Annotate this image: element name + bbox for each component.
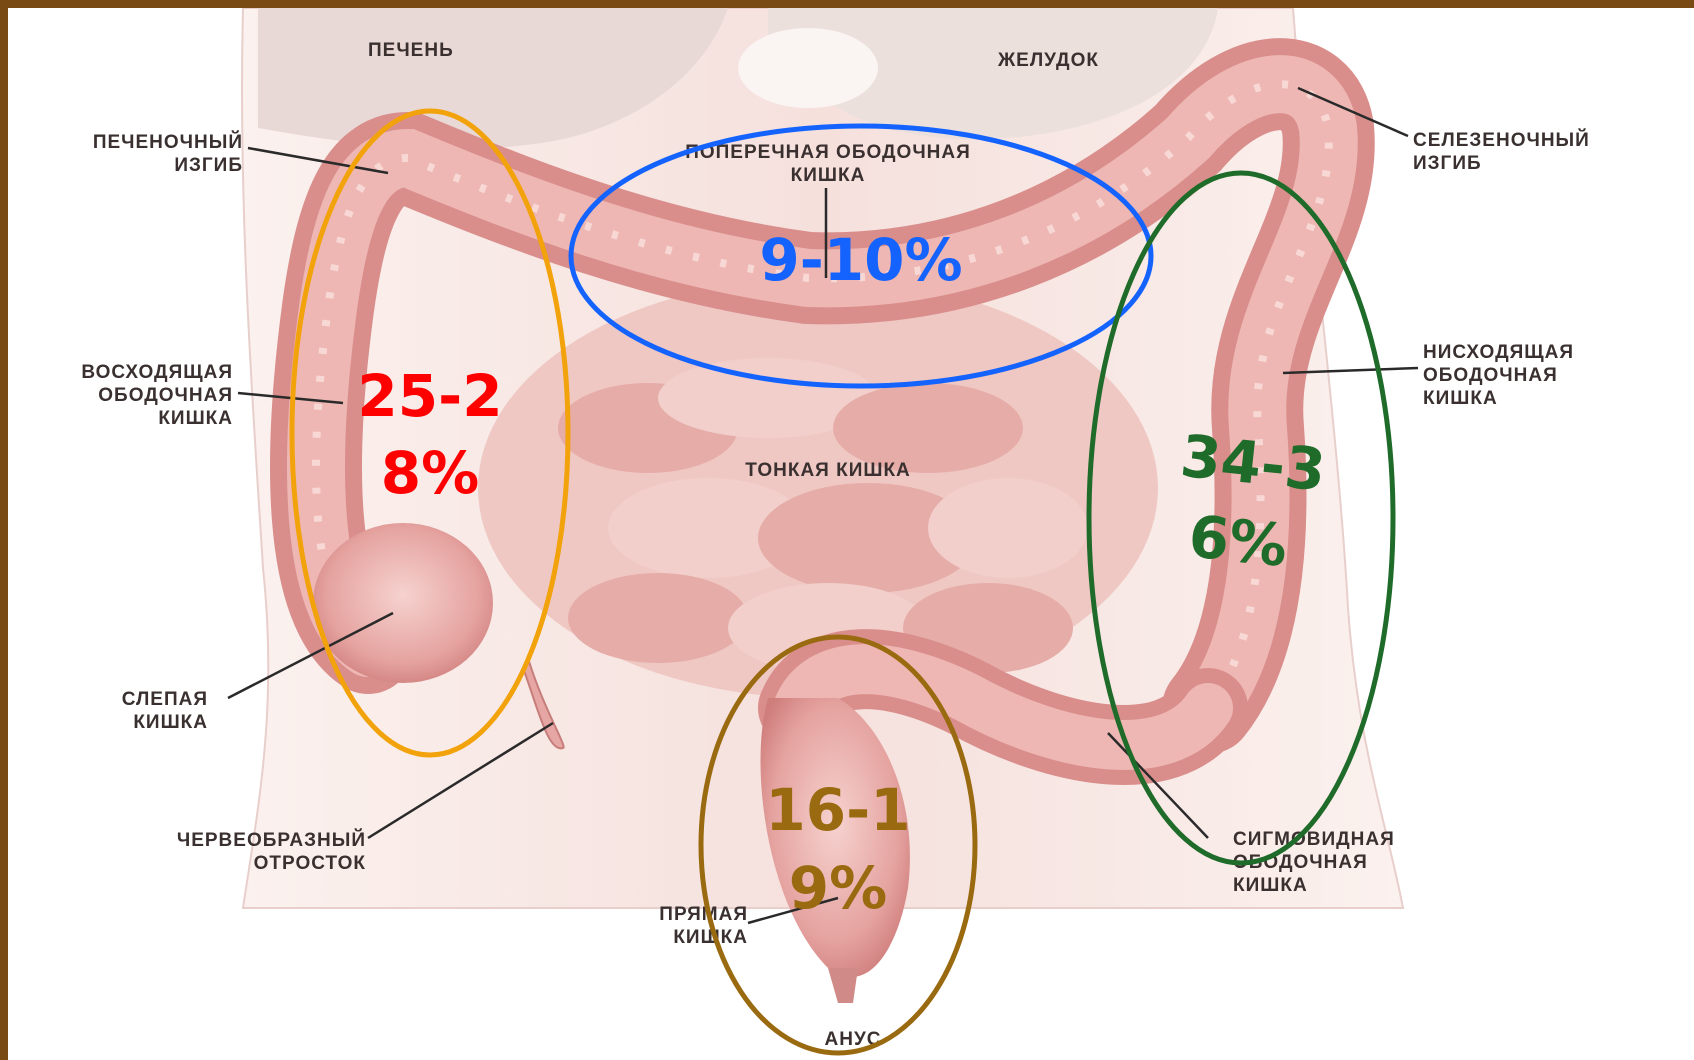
label-stomach: ЖЕЛУДОК bbox=[997, 50, 1099, 71]
label-splenic-flexure-2: ИЗГИБ bbox=[1413, 153, 1482, 174]
label-descending-colon-3: КИШКА bbox=[1423, 388, 1498, 409]
label-appendix-1: ЧЕРВЕОБРАЗНЫЙ bbox=[177, 829, 366, 851]
label-transverse-colon-2: КИШКА bbox=[791, 165, 866, 186]
label-cecum-1: СЛЕПАЯ bbox=[122, 689, 208, 710]
label-cecum-2: КИШКА bbox=[133, 712, 208, 733]
small-intestine-mass bbox=[478, 278, 1158, 698]
left-colon-percent-line2: 6% bbox=[1186, 502, 1291, 580]
label-ascending-colon-3: КИШКА bbox=[158, 408, 233, 429]
label-sigmoid-1: СИГМОВИДНАЯ bbox=[1233, 829, 1395, 850]
label-transverse-colon-1: ПОПЕРЕЧНАЯ ОБОДОЧНАЯ bbox=[685, 142, 971, 163]
label-hepatic-flexure-2: ИЗГИБ bbox=[174, 155, 243, 176]
label-splenic-flexure-1: СЕЛЕЗЕНОЧНЫЙ bbox=[1413, 129, 1590, 151]
label-appendix-2: ОТРОСТОК bbox=[254, 853, 366, 874]
rectum-percent-line2: 9% bbox=[789, 854, 887, 922]
stomach-fold bbox=[738, 28, 878, 108]
right-colon-percent-line1: 25-2 bbox=[357, 362, 502, 430]
label-rectum-1: ПРЯМАЯ bbox=[659, 904, 748, 925]
label-sigmoid-3: КИШКА bbox=[1233, 875, 1308, 896]
label-liver: ПЕЧЕНЬ bbox=[368, 40, 454, 61]
label-ascending-colon-1: ВОСХОДЯЩАЯ bbox=[81, 362, 233, 383]
label-ascending-colon-2: ОБОДОЧНАЯ bbox=[98, 385, 233, 406]
diagram-frame: ПЕЧЕНЬ ЖЕЛУДОК ПЕЧЕНОЧНЫЙ ИЗГИБ ПОПЕРЕЧН… bbox=[8, 8, 1694, 1060]
label-descending-colon-2: ОБОДОЧНАЯ bbox=[1423, 365, 1558, 386]
rectum-percent-line1: 16-1 bbox=[765, 776, 910, 844]
right-colon-percent-line2: 8% bbox=[381, 439, 479, 507]
label-descending-colon-1: НИСХОДЯЩАЯ bbox=[1423, 342, 1574, 363]
label-small-intestine: ТОНКАЯ КИШКА bbox=[745, 460, 911, 481]
transverse-percent: 9-10% bbox=[759, 226, 962, 294]
colon-diagram: ПЕЧЕНЬ ЖЕЛУДОК ПЕЧЕНОЧНЫЙ ИЗГИБ ПОПЕРЕЧН… bbox=[8, 8, 1694, 1060]
label-hepatic-flexure-1: ПЕЧЕНОЧНЫЙ bbox=[93, 131, 243, 153]
